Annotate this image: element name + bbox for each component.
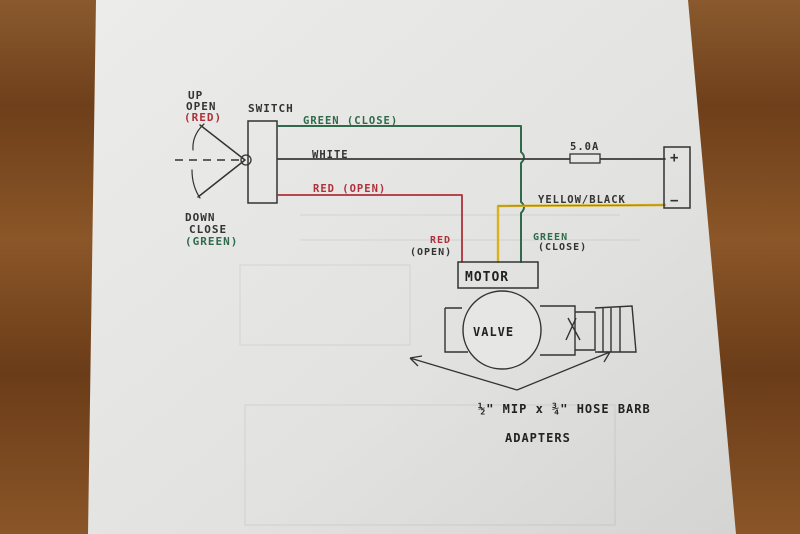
green-close-label: GREEN (CLOSE) [303, 115, 398, 127]
battery-minus: − [670, 193, 679, 209]
motor-red-label: RED [430, 235, 451, 246]
motor-open-label: (OPEN) [410, 247, 452, 258]
white-label: WHITE [312, 149, 349, 161]
red-wire [277, 194, 463, 263]
switch-label: SWITCH [248, 102, 294, 115]
motor-close-label: (CLOSE) [538, 242, 587, 253]
lever-open-label: OPEN [186, 100, 217, 113]
green-wire [277, 125, 525, 263]
valve-label: VALVE [473, 325, 514, 339]
fuse-label: 5.0A [570, 141, 599, 153]
lever-close-label: CLOSE [189, 223, 227, 236]
print-through [239, 214, 640, 526]
motor-box [457, 261, 539, 289]
battery [663, 146, 691, 209]
valve [444, 290, 637, 370]
adapter-arrows [409, 351, 611, 391]
motor-label: MOTOR [465, 270, 509, 285]
lever-up-label: UP [188, 89, 203, 102]
lever-green-label: (GREEN) [185, 235, 238, 248]
red-open-label: RED (OPEN) [313, 183, 386, 195]
adapter-label-line2: ADAPTERS [505, 431, 571, 445]
yellow-black-label: YELLOW/BLACK [538, 194, 626, 206]
adapter-label-line1: ½" MIP x ¾" HOSE BARB [478, 402, 651, 416]
battery-plus: + [670, 150, 679, 166]
fuse [569, 153, 601, 164]
motor-green-label: GREEN [533, 232, 568, 243]
lever-down-label: DOWN [185, 211, 216, 224]
lever [175, 123, 252, 199]
switch-box [247, 120, 278, 204]
lever-red-label: (RED) [184, 111, 222, 124]
paper-sheet [88, 0, 736, 534]
